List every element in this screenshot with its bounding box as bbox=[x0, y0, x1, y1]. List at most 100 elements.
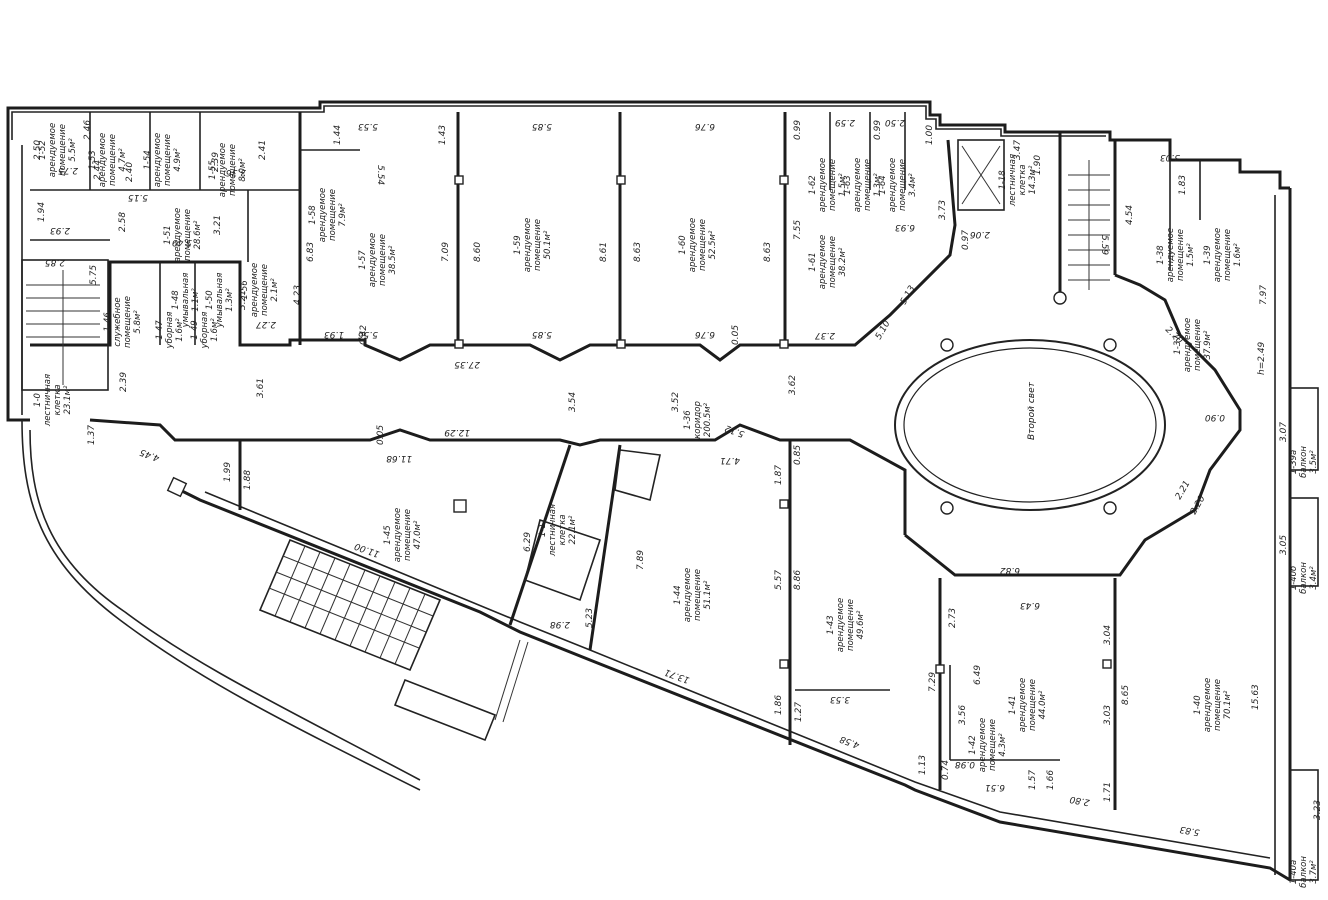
room-label-line: помещение bbox=[828, 159, 838, 211]
dim: 1.87 bbox=[774, 465, 784, 485]
dim: 2.41 bbox=[258, 140, 268, 160]
room-1-39-label: 1-39арендуемоепомещение1.6м² bbox=[1203, 228, 1243, 282]
room-label-line: умывальная bbox=[181, 273, 191, 329]
dim: 1.13 bbox=[918, 755, 928, 775]
dim: 0.05 bbox=[376, 425, 386, 445]
dim: 2.44 bbox=[93, 160, 103, 180]
room-label-line: помещение bbox=[533, 219, 543, 271]
room-1-37-label: 1-37арендуемоепомещение37.9м² bbox=[1173, 318, 1213, 372]
room-label-line: помещение bbox=[846, 599, 856, 651]
room-label-line: арендуемое bbox=[318, 188, 328, 242]
dim: 8.86 bbox=[793, 570, 803, 590]
dim: 1.71 bbox=[1103, 782, 1113, 802]
room-label-line: 5.8м² bbox=[133, 310, 143, 334]
room-label-line: арендуемое bbox=[173, 208, 183, 262]
stair-hatch bbox=[258, 538, 529, 742]
room-label-line: 1-49 bbox=[190, 320, 200, 339]
dim: 5.75 bbox=[89, 265, 99, 285]
room-label-line: 1-59 bbox=[513, 235, 523, 254]
room-label-line: помещение bbox=[698, 219, 708, 271]
room-label-line: 8.0м² bbox=[238, 158, 248, 182]
dim: 0.97 bbox=[961, 230, 971, 250]
room-label-line: арендуемое bbox=[888, 158, 898, 212]
room-label-line: 4.9м² bbox=[173, 148, 183, 172]
room-label-line: 1-41 bbox=[1008, 695, 1018, 714]
room-1-52-label: 1-52арендуемоепомещение5.5м² bbox=[38, 123, 78, 177]
dim: 1.93 bbox=[324, 329, 344, 339]
dim: 2.39 bbox=[211, 152, 221, 172]
dim: 4.58 bbox=[839, 733, 862, 749]
dim: 2.39 bbox=[119, 372, 129, 392]
dim: 2.06 bbox=[970, 229, 990, 239]
dimension-labels: 1.44 5.53 1.43 5.54 5.85 6.76 8.60 8.61 … bbox=[33, 117, 1323, 837]
room-label-line: 1-57 bbox=[358, 250, 368, 270]
room-1-48-label: 1-48умывальная1.1м² bbox=[171, 273, 201, 329]
room-label-line: арендуемое bbox=[98, 133, 108, 187]
room-label-line: помещение bbox=[328, 189, 338, 241]
room-1-42-label: 1-42арендуемоепомещение4.3м² bbox=[968, 718, 1008, 772]
room-label-line: помещение bbox=[828, 236, 838, 288]
dim: 7.29 bbox=[928, 672, 938, 692]
room-1-55-label: 1-55арендуемоепомещение8.0м² bbox=[208, 143, 248, 197]
dim: 7.09 bbox=[441, 242, 451, 262]
room-1-45-label: 1-45арендуемоепомещение47.0м² bbox=[383, 508, 423, 562]
dim: 2.98 bbox=[550, 619, 570, 629]
stair-1-0 bbox=[26, 270, 100, 385]
room-1-64-label: 1-64арендуемоепомещение3.4м² bbox=[878, 158, 918, 212]
room-label-line: уборная bbox=[200, 312, 210, 350]
room-label-line: 7.9м² bbox=[338, 203, 348, 227]
room-label-line: балкон bbox=[1299, 446, 1309, 478]
dim: 11.00 bbox=[353, 540, 381, 558]
dim: 2.27 bbox=[256, 319, 276, 329]
room-label-line: 44.0м² bbox=[1038, 690, 1048, 719]
dim: 8.63 bbox=[763, 242, 773, 262]
room-label-line: балкон bbox=[1299, 856, 1309, 888]
room-label-line: арендуемое bbox=[683, 568, 693, 622]
dim: 0.85 bbox=[793, 445, 803, 465]
room-label-line: 1-18 bbox=[998, 170, 1008, 190]
room-label-line: 1.6м² bbox=[210, 318, 220, 342]
room-label-line: 1-61 bbox=[808, 252, 818, 271]
room-label-line: 1.1м² bbox=[191, 288, 201, 312]
dim: 2.21 bbox=[1174, 479, 1193, 501]
room-label-line: 38.2м² bbox=[838, 247, 848, 276]
room-label-line: 1-46 bbox=[103, 312, 113, 332]
dim: 4.45 bbox=[139, 446, 162, 462]
room-label-line: арендуемое bbox=[1166, 228, 1176, 282]
interior-walls bbox=[21, 112, 1242, 810]
room-label-line: 1-40 bbox=[1193, 695, 1203, 714]
dim: 3.47 bbox=[1013, 140, 1023, 160]
room-1-47-label: 1-47уборная1.6м² bbox=[155, 312, 185, 350]
room-label-line: помещение bbox=[1028, 679, 1038, 731]
dim: 1.43 bbox=[438, 125, 448, 145]
room-label-line: 1.3м² bbox=[225, 288, 235, 312]
room-1-38-label: 1-38арендуемоепомещение1.5м² bbox=[1156, 228, 1196, 282]
room-label-line: 2.1м² bbox=[270, 278, 280, 302]
dim: 2.20 bbox=[1189, 494, 1208, 517]
room-label-line: арендуемое bbox=[523, 218, 533, 272]
room-label-line: 1-1 bbox=[538, 523, 548, 537]
dim: 3.53 bbox=[830, 694, 850, 704]
room-1-36-label: 1-36коридор200.5м² bbox=[683, 401, 713, 439]
dim: 1.27 bbox=[794, 702, 804, 722]
room-label-line: 1-63 bbox=[843, 175, 853, 194]
room-label-line: 1-60 bbox=[678, 235, 688, 254]
room-label-line: арендуемое bbox=[1203, 678, 1213, 732]
room-label-line: 4.7м² bbox=[118, 148, 128, 172]
room-label-line: 1-42 bbox=[968, 735, 978, 754]
dim: 0.42 bbox=[359, 325, 369, 345]
room-label-line: 1-0 bbox=[33, 393, 43, 407]
room-label-line: помещение bbox=[693, 569, 703, 621]
room-label-line: 23.1м² bbox=[63, 385, 73, 414]
dim: 1.94 bbox=[37, 202, 47, 222]
dim: 6.43 bbox=[1020, 600, 1040, 610]
room-label-line: 38.5м² bbox=[388, 245, 398, 274]
room-label-line: арендуемое bbox=[853, 158, 863, 212]
room-label-line: 1-52 bbox=[38, 140, 48, 159]
room-label-line: арендуемое bbox=[1213, 228, 1223, 282]
dim: 5.10 bbox=[874, 319, 893, 342]
room-label-line: арендуемое bbox=[818, 235, 828, 289]
room-label-line: 1-51 bbox=[163, 225, 173, 244]
room-label-line: помещение bbox=[898, 159, 908, 211]
